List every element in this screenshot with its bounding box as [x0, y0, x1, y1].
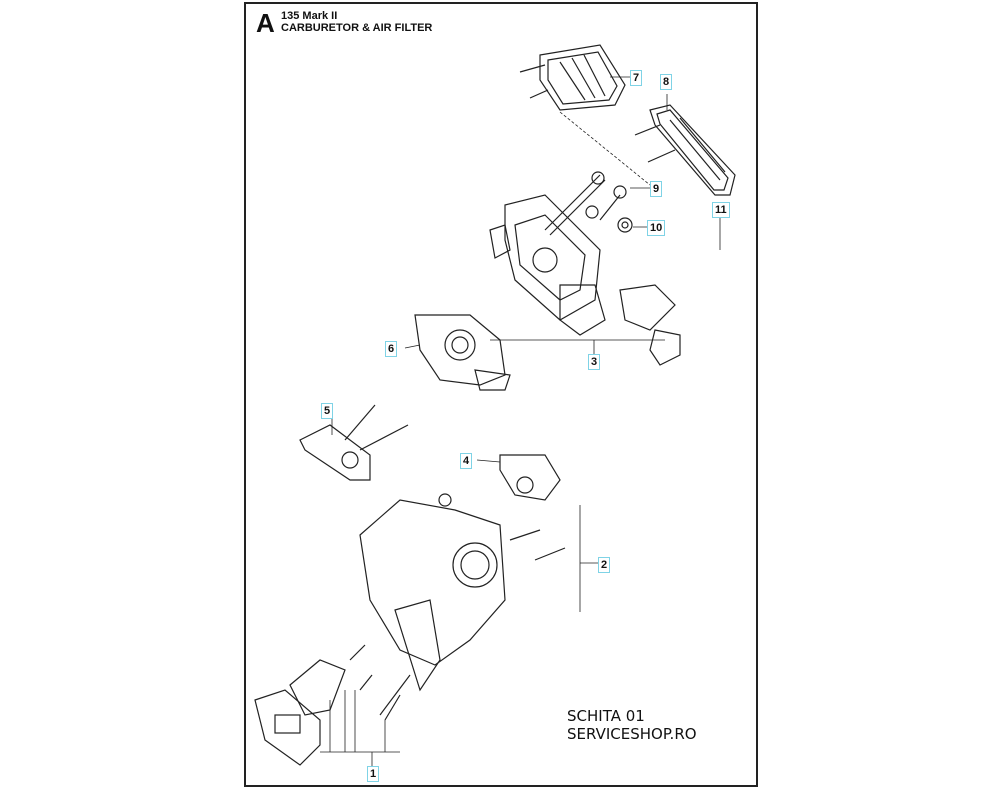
- leader-lines: [320, 76, 721, 766]
- gasket-part-5: [299, 404, 409, 481]
- callout-11[interactable]: 11: [712, 202, 730, 218]
- callout-9[interactable]: 9: [650, 181, 663, 197]
- carburetor-part-6: [414, 314, 511, 391]
- callout-4[interactable]: 4: [460, 453, 473, 469]
- callout-10[interactable]: 10: [647, 220, 666, 236]
- model-name: 135 Mark II: [281, 10, 338, 22]
- dashed-leader: [559, 111, 651, 186]
- callout-2[interactable]: 2: [598, 557, 611, 573]
- screws-upper: [544, 171, 633, 236]
- callout-7[interactable]: 7: [630, 70, 643, 86]
- choke-part-4: [499, 454, 561, 501]
- diagram-frame: [244, 2, 758, 787]
- diagram-title: CARBURETOR & AIR FILTER: [281, 22, 433, 34]
- section-letter: A: [256, 8, 275, 38]
- cover-part-2: [359, 493, 566, 692]
- callout-6[interactable]: 6: [385, 341, 398, 357]
- air-filter-part-8: [634, 104, 736, 196]
- callout-8[interactable]: 8: [660, 74, 673, 90]
- callout-3[interactable]: 3: [588, 354, 601, 370]
- carburetor-housing-part-3: [489, 194, 681, 366]
- shop-name: SERVICESHOP.RO: [567, 725, 697, 743]
- callout-5[interactable]: 5: [321, 403, 334, 419]
- callout-1[interactable]: 1: [367, 766, 380, 782]
- intake-part-1: [254, 644, 411, 766]
- sketch-number: SCHITA 01: [567, 707, 645, 725]
- air-filter-part-7: [519, 44, 626, 111]
